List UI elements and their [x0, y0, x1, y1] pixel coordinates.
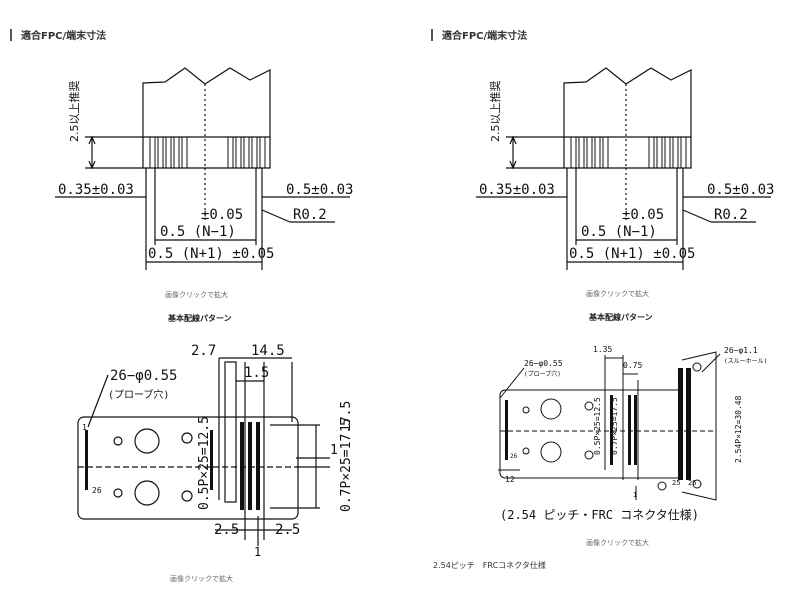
dim-0-7p: 0.7P×25=17.5 — [339, 418, 354, 512]
right-enlarge-caption-1[interactable]: 画像クリックで拡大 — [586, 290, 649, 298]
dim-1-5: 1.5 — [244, 365, 269, 381]
hole-count-label: 26−φ0.55 — [524, 359, 563, 368]
right-enlarge-caption-2[interactable]: 画像クリックで拡大 — [586, 539, 649, 547]
dim-2-5-right: 2.5 — [275, 522, 300, 538]
pitch-label: 0.5 (N−1) — [160, 224, 236, 240]
dim-1-35: 1.35 — [593, 345, 612, 354]
radius-label: R0.2 — [293, 207, 327, 223]
pin-1-label: 1 — [82, 423, 87, 432]
dim-0-5p: 0.5P×25=12.5 — [593, 397, 602, 455]
dim-0-75: 0.75 — [623, 361, 642, 370]
frc-spec-caption: (2.54 ピッチ・FRC コネクタ仕様) — [500, 508, 699, 522]
dim-17-5: 17.5 — [339, 401, 354, 432]
pin-26-label: 26 — [510, 453, 518, 460]
radius-label: R0.2 — [714, 207, 748, 223]
left-tolerance-label: 0.35±0.03 — [58, 182, 134, 198]
left-enlarge-caption-1[interactable]: 画像クリックで拡大 — [165, 291, 228, 299]
right-heading-text: 適合FPC/端末寸法 — [442, 31, 528, 42]
right-pattern-labels: 26−φ0.55 (プローブ穴) 1.35 0.75 0.5P×25=12.5 … — [500, 345, 767, 522]
pin-1-bottom-label: 1 — [254, 545, 261, 559]
dim-2-54p: 2.54P×12=30.48 — [734, 395, 743, 463]
left-pattern-labels: 26−φ0.55 (プローブ穴) 2.7 14.5 1.5 0.5P×25=12… — [82, 343, 354, 559]
right-fpc-labels: 2.5以上推奨 0.35±0.03 0.5±0.03 ±0.05 0.5 (N−… — [479, 81, 774, 263]
pitch-tolerance-label: ±0.05 — [622, 207, 664, 223]
right-tolerance-label: 0.5±0.03 — [707, 182, 774, 198]
right-tolerance-label: 0.5±0.03 — [286, 182, 353, 198]
left-section-heading: 適合FPC/端末寸法 — [10, 27, 106, 42]
vertical-dim-label: 2.5以上推奨 — [488, 81, 502, 143]
probe-hole-label: (プローブ穴) — [524, 370, 561, 378]
right-wiring-subtitle: 基本配線パターン — [589, 313, 653, 322]
dim-1: 1 — [330, 443, 338, 458]
left-pad-columns — [85, 422, 260, 510]
dim-0-7p: 0.7P×25=17.5 — [610, 397, 619, 455]
vertical-dim-label: 2.5以上推奨 — [67, 81, 81, 143]
through-hole-label: 26−φ1.1 — [724, 346, 758, 355]
pin-1-bottom-label: 1 — [633, 491, 637, 499]
dim-12: 12 — [505, 475, 515, 484]
right-section-heading: 適合FPC/端末寸法 — [431, 27, 527, 42]
total-width-label: 0.5 (N+1) ±0.05 — [569, 246, 695, 262]
pin-26-label: 26 — [92, 486, 102, 495]
left-enlarge-caption-2[interactable]: 画像クリックで拡大 — [170, 575, 233, 583]
dim-0-5p: 0.5P×25=12.5 — [197, 416, 212, 510]
left-tolerance-label: 0.35±0.03 — [479, 182, 555, 198]
left-wiring-subtitle: 基本配線パターン — [168, 314, 232, 323]
pin-26b-label: 26 — [688, 479, 696, 487]
through-hole-note: (スルーホール) — [724, 358, 767, 365]
pin-1-label: 1 — [677, 371, 681, 378]
heading-bar — [10, 28, 12, 41]
dim-2-7: 2.7 — [191, 343, 216, 359]
right-pad-columns — [505, 368, 691, 480]
pin-25-label: 25 — [672, 479, 680, 487]
dim-2-5-left: 2.5 — [214, 522, 239, 538]
heading-bar — [431, 28, 433, 41]
pitch-tolerance-label: ±0.05 — [201, 207, 243, 223]
left-heading-text: 適合FPC/端末寸法 — [21, 31, 107, 42]
total-width-label: 0.5 (N+1) ±0.05 — [148, 246, 274, 262]
hole-count-label: 26−φ0.55 — [110, 368, 177, 384]
dim-14-5: 14.5 — [251, 343, 285, 359]
pitch-label: 0.5 (N−1) — [581, 224, 657, 240]
right-footer-label: 2.54ピッチ FRCコネクタ仕様 — [433, 561, 546, 570]
left-fpc-labels: 2.5以上推奨 0.35±0.03 0.5±0.03 ±0.05 0.5 (N−… — [58, 81, 353, 263]
probe-hole-label: (プローブ穴) — [108, 388, 169, 401]
